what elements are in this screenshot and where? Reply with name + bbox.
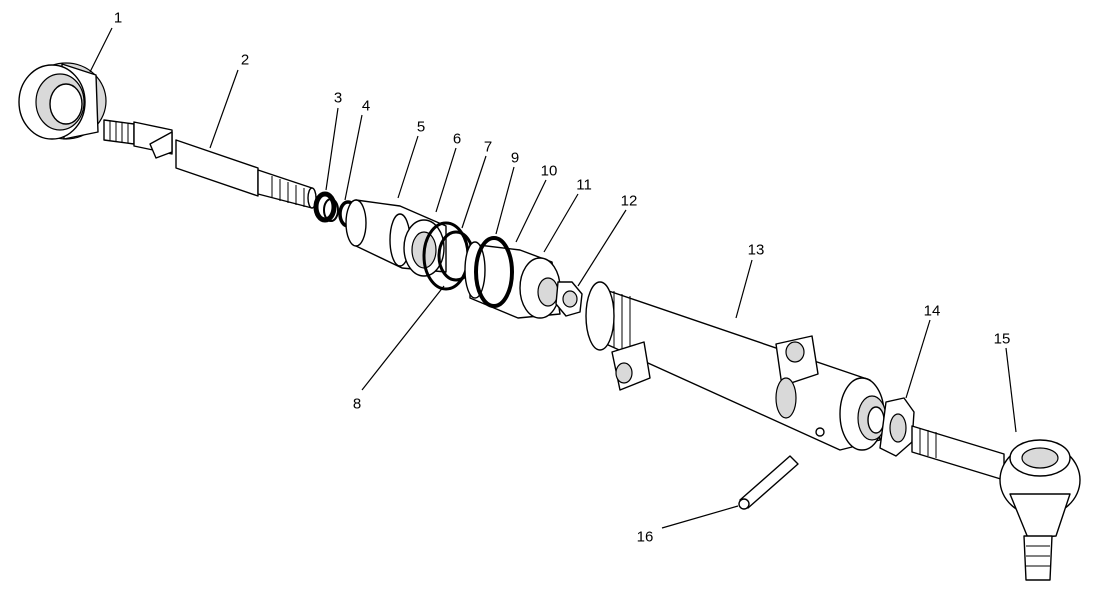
callout-12: 12 [620, 192, 638, 210]
part-15-rod-end [911, 425, 1081, 581]
callout-10: 10 [540, 162, 558, 180]
leader-9 [495, 166, 515, 235]
leader-13 [735, 259, 753, 319]
leader-15 [1005, 347, 1017, 433]
callout-5: 5 [416, 118, 426, 136]
callout-15: 15 [993, 330, 1011, 348]
part-1-cap [18, 62, 107, 140]
part-16-pin [738, 455, 799, 510]
callout-3: 3 [333, 89, 343, 107]
callout-4: 4 [361, 97, 371, 115]
leader-4 [344, 114, 363, 201]
leader-8 [361, 285, 445, 391]
leader-12 [577, 209, 627, 287]
callout-1: 1 [113, 9, 123, 27]
leader-10 [515, 179, 547, 243]
part-13-barrel [585, 281, 887, 451]
part-9-11-piston [464, 236, 561, 319]
callout-9: 9 [510, 149, 520, 167]
callout-2: 2 [240, 51, 250, 69]
callout-13: 13 [747, 241, 765, 259]
part-12-nut [555, 281, 583, 317]
callout-16: 16 [636, 528, 654, 546]
callout-6: 6 [452, 130, 462, 148]
leader-16 [661, 505, 739, 529]
leader-14 [905, 319, 931, 399]
callout-11: 11 [576, 176, 592, 194]
part-2-rod [103, 119, 317, 209]
leader-7 [461, 155, 487, 229]
part-14-jam-nut [879, 397, 915, 457]
leader-2 [209, 69, 239, 149]
callout-14: 14 [923, 302, 941, 320]
callout-8: 8 [352, 395, 362, 413]
leader-3 [325, 107, 339, 191]
leader-6 [435, 147, 457, 213]
part-5-gland [345, 199, 447, 277]
leader-1 [89, 27, 113, 73]
leader-5 [397, 135, 419, 199]
callout-7: 7 [483, 138, 493, 156]
part-3-seal [313, 191, 339, 223]
leader-11 [543, 193, 579, 253]
